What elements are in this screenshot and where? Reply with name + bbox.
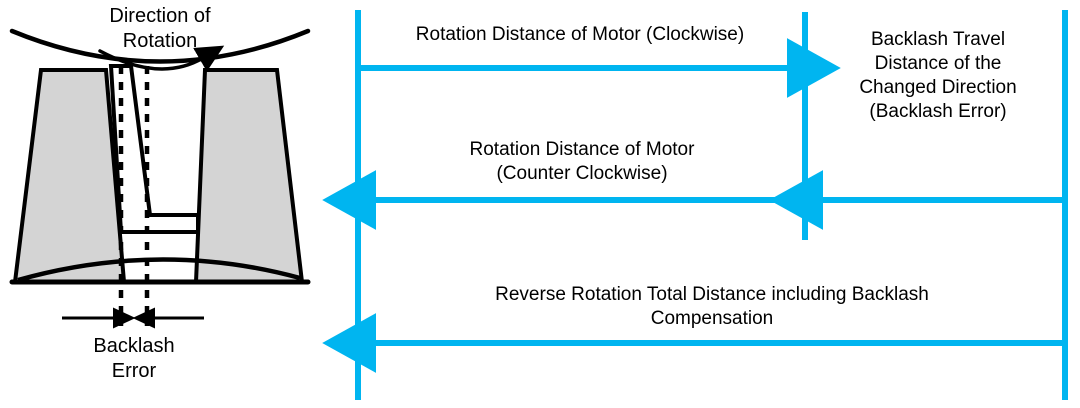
backlash-travel-label-line3: Changed Direction: [859, 77, 1016, 98]
clockwise-rotation-label: Rotation Distance of Motor (Clockwise): [416, 24, 744, 45]
reverse-total-label-line2: Compensation: [651, 308, 774, 329]
counter-clockwise-label-line2: (Counter Clockwise): [496, 163, 667, 184]
backlash-travel-label-line1: Backlash Travel: [871, 29, 1005, 50]
gear-tooth-right: [193, 68, 305, 284]
gear-root-arc: [17, 257, 301, 283]
direction-of-rotation-label-line2: Rotation: [123, 30, 198, 52]
direction-of-rotation-label-line1: Direction of: [109, 5, 211, 27]
gear-backlash-illustration: Direction of Rotation Backlash Error: [9, 5, 311, 382]
mating-gear-arc: [9, 28, 311, 64]
backlash-travel-label-line4: (Backlash Error): [869, 101, 1006, 122]
rotation-distance-bars: Rotation Distance of Motor (Clockwise) B…: [322, 10, 1068, 400]
backlash-error-label-line1: Backlash: [93, 335, 174, 357]
counter-clockwise-label-line1: Rotation Distance of Motor: [470, 139, 696, 160]
reverse-total-label-line1: Reverse Rotation Total Distance includin…: [495, 284, 929, 305]
gear-tooth-center-thin: [108, 64, 200, 234]
backlash-travel-label-line2: Distance of the: [875, 53, 1002, 74]
gear-tooth-left: [12, 68, 127, 284]
backlash-error-label-line2: Error: [112, 360, 157, 382]
rotation-direction-arrow: [98, 45, 225, 72]
